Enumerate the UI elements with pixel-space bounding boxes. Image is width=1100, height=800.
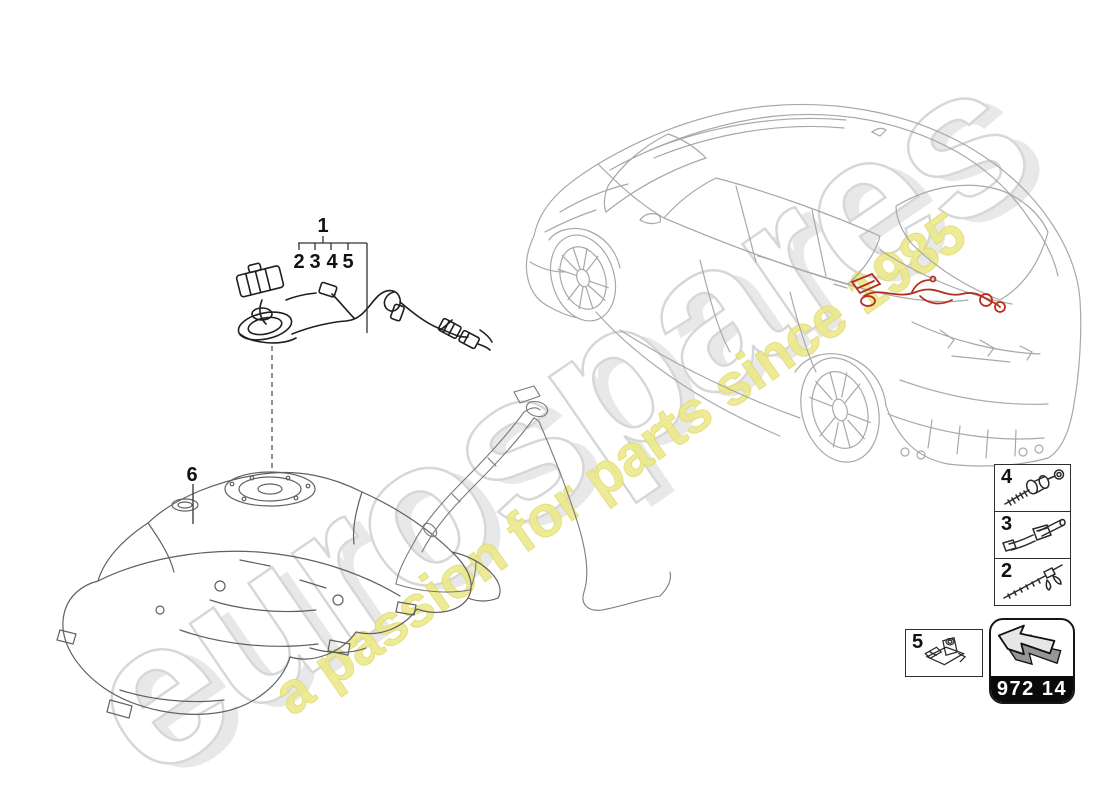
cable-tie-icon — [1003, 564, 1063, 599]
car-line-art — [525, 103, 1082, 467]
part-group-code: 972 14 — [991, 676, 1073, 702]
callout-2[interactable]: 2 — [293, 251, 304, 273]
callout-3[interactable]: 3 — [309, 251, 320, 273]
clip-nut-icon — [924, 636, 967, 666]
callout-1[interactable]: 1 — [317, 215, 328, 237]
clip-box[interactable]: 5 — [905, 629, 983, 677]
rear-wheel — [800, 357, 880, 463]
wiring-harness-drawing — [235, 262, 493, 351]
callout-5[interactable]: 5 — [342, 251, 353, 273]
filler-pipe-drawing — [395, 385, 672, 611]
screw-with-grommet-icon — [1004, 469, 1065, 506]
callout-4[interactable]: 4 — [326, 251, 338, 273]
highlighted-harness — [850, 272, 1006, 313]
legend-cell-3[interactable]: 3 — [995, 512, 1070, 559]
clip-box-label: 5 — [912, 631, 924, 653]
legend-stack: 4 3 2 — [994, 464, 1071, 606]
legend-label-3: 3 — [1001, 513, 1013, 535]
callout-6[interactable]: 6 — [186, 464, 197, 486]
front-wheel — [549, 234, 617, 322]
callout-numbers: 1 2 3 4 5 6 — [186, 215, 353, 486]
callout-lines — [192, 236, 368, 524]
mounting-bracket-icon — [1002, 518, 1066, 552]
legend-cell-4[interactable]: 4 — [995, 465, 1070, 512]
arrow-up-left-icon — [997, 624, 1062, 666]
legend-cell-2[interactable]: 2 — [995, 559, 1070, 605]
fuel-tank-drawing — [56, 471, 501, 719]
legend-label-4: 4 — [1001, 466, 1013, 488]
legend-label-2: 2 — [1001, 560, 1013, 582]
nav-arrow-area — [991, 620, 1073, 676]
part-group-nav-box[interactable]: 972 14 — [989, 618, 1075, 704]
